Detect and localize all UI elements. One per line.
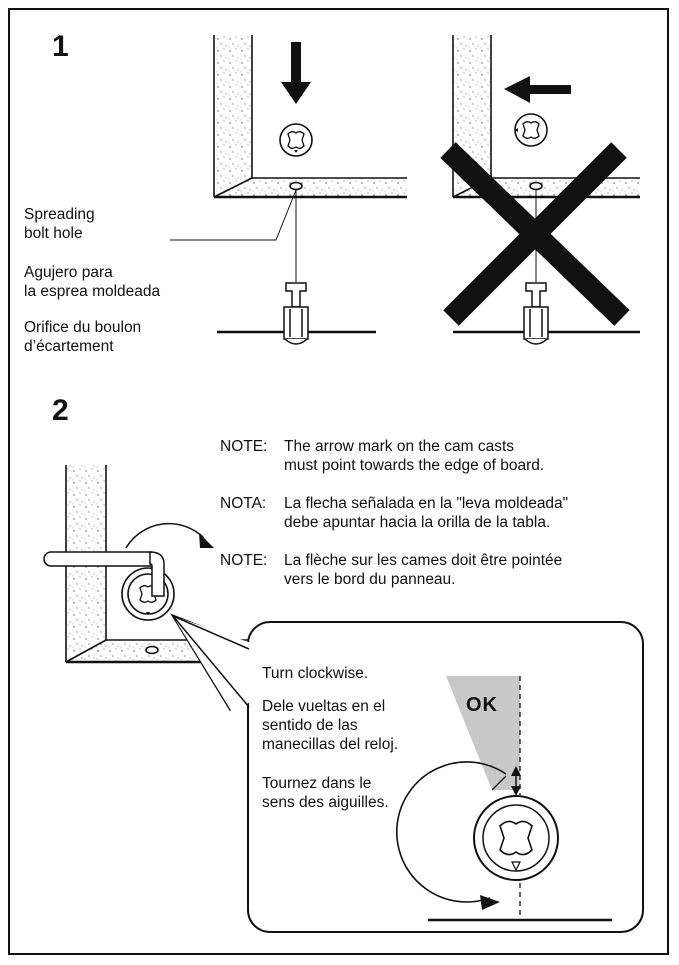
note-line: debe apuntar hacia la orilla de la tabla…	[284, 514, 551, 531]
callout-line: sens des aiguilles.	[262, 794, 389, 811]
callout-text-es: Dele vueltas en el sentido de las maneci…	[262, 697, 398, 754]
ok-label: OK	[466, 694, 498, 716]
spreading-bolt-left	[217, 282, 376, 345]
note-line: vers le bord du panneau.	[284, 571, 456, 588]
clockwise-arrow-icon	[125, 522, 214, 549]
spreading-bolt-hole-label-fr: Orifice du boulon d’écartement	[24, 318, 141, 356]
note-label: NOTA:	[220, 495, 267, 512]
callout-line: sentido de las	[262, 717, 358, 734]
callout-line: Turn clockwise.	[262, 665, 369, 682]
step1-correct-view	[213, 35, 407, 282]
note-fr: NOTE: La flèche sur les cames doit être p…	[220, 551, 562, 589]
note-line: must point towards the edge of board.	[284, 457, 545, 474]
spreading-bolt-hole-label-en: Spreading bolt hole	[24, 205, 95, 243]
note-es: NOTA: La flecha señalada en la "leva mold…	[220, 494, 568, 532]
note-label: NOTE:	[220, 552, 268, 569]
spreading-bolt-right	[453, 282, 640, 345]
label-line: d’écartement	[24, 338, 114, 355]
note-en: NOTE: The arrow mark on the cam casts mus…	[220, 437, 544, 475]
callout-detail	[395, 676, 612, 922]
label-line: Agujero para	[24, 264, 113, 281]
wrong-cross-icon	[440, 142, 630, 326]
hex-key-icon	[43, 551, 165, 597]
note-line: La flecha señalada en la "leva moldeada"	[284, 495, 569, 512]
label-line: Orifice du boulon	[24, 319, 142, 336]
callout-line: Tournez dans le	[262, 775, 372, 792]
callout-line: manecillas del reloj.	[262, 736, 399, 753]
label-line: la esprea moldeada	[24, 283, 161, 300]
note-label: NOTE:	[220, 438, 268, 455]
left-arrow-icon	[504, 76, 571, 103]
callout-line: Dele vueltas en el	[262, 698, 386, 715]
label-line: bolt hole	[24, 225, 83, 242]
step-number-1: 1	[52, 30, 69, 63]
note-line: La flèche sur les cames doit être pointé…	[284, 552, 563, 569]
step-number-2: 2	[52, 394, 69, 427]
down-arrow-icon	[281, 42, 311, 104]
label-leader-line	[170, 189, 297, 241]
instruction-sheet-frame	[8, 8, 669, 955]
label-line: Spreading	[24, 206, 95, 223]
callout-text-en: Turn clockwise.	[262, 664, 368, 683]
spreading-bolt-hole-label-es: Agujero para la esprea moldeada	[24, 263, 160, 301]
callout-text-fr: Tournez dans le sens des aiguilles.	[262, 774, 389, 812]
note-line: The arrow mark on the cam casts	[284, 438, 514, 455]
